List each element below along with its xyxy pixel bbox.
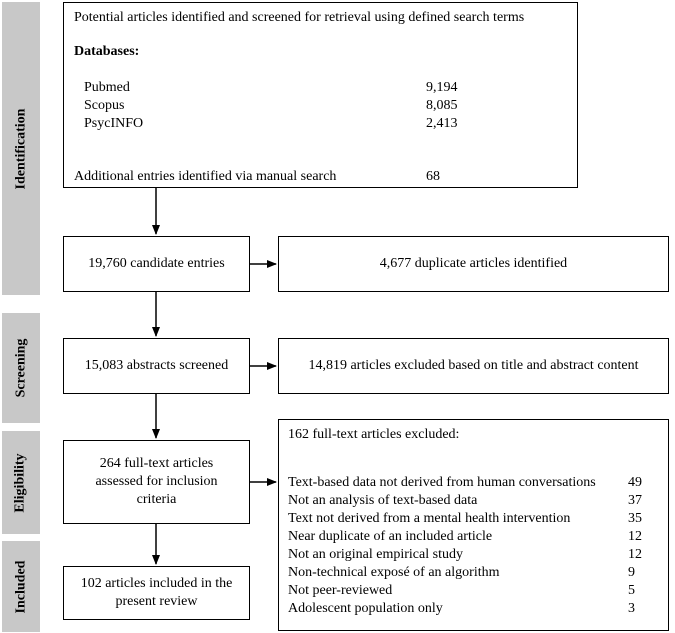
exclusion-count: 37: [628, 493, 642, 508]
identification-heading: Potential articles identified and screen…: [74, 10, 525, 25]
identification-box: Potential articles identified and screen…: [63, 2, 578, 188]
databases-label: Databases:: [74, 44, 140, 59]
stage-label-eligibility-text: Eligibility: [13, 452, 28, 513]
stage-label-included-text: Included: [13, 560, 29, 613]
exclusion-reason: Non-technical exposé of an algorithm: [288, 565, 500, 580]
stage-label-screening: Screening: [2, 313, 40, 423]
excluded-abstract-box: 14,819 articles excluded based on title …: [278, 338, 669, 394]
stage-label-identification-text: Identification: [13, 108, 29, 189]
stage-label-screening-text: Screening: [13, 338, 29, 398]
fulltext-assessed-box: 264 full-text articles assessed for incl…: [63, 440, 250, 524]
screened-box: 15,083 abstracts screened: [63, 338, 250, 394]
duplicates-text: 4,677 duplicate articles identified: [379, 256, 568, 271]
exclusion-count: 49: [628, 475, 642, 490]
exclusion-reason: Adolescent population only: [288, 601, 443, 616]
exclusion-reason: Not an analysis of text-based data: [288, 493, 478, 508]
exclusion-count: 12: [628, 547, 642, 562]
included-text: 102 articles included in the present rev…: [80, 576, 233, 609]
duplicates-box: 4,677 duplicate articles identified: [278, 236, 669, 292]
excluded-abstract-text: 14,819 articles excluded based on title …: [308, 358, 639, 373]
stage-label-included: Included: [2, 541, 40, 632]
fulltext-excluded-heading: 162 full-text articles excluded:: [288, 427, 460, 442]
exclusion-reason: Text-based data not derived from human c…: [288, 475, 596, 490]
exclusion-count: 12: [628, 529, 642, 544]
candidates-text: 19,760 candidate entries: [88, 256, 225, 271]
exclusion-count: 5: [628, 583, 635, 598]
stage-label-identification: Identification: [2, 2, 40, 295]
database-count-psycinfo: 2,413: [426, 116, 458, 131]
manual-search-name: Additional entries identified via manual…: [74, 169, 337, 184]
included-box: 102 articles included in the present rev…: [63, 566, 250, 620]
database-count-scopus: 8,085: [426, 98, 458, 113]
exclusion-reason: Text not derived from a mental health in…: [288, 511, 571, 526]
manual-search-count: 68: [426, 169, 440, 184]
database-count-pubmed: 9,194: [426, 80, 458, 95]
fulltext-excluded-box: 162 full-text articles excluded: Text-ba…: [278, 419, 669, 631]
stage-label-eligibility: Eligibility: [2, 431, 40, 534]
exclusion-reason: Not peer-reviewed: [288, 583, 393, 598]
exclusion-reason: Not an original empirical study: [288, 547, 463, 562]
fulltext-assessed-text: 264 full-text articles assessed for incl…: [95, 456, 218, 507]
candidates-box: 19,760 candidate entries: [63, 236, 250, 292]
screened-text: 15,083 abstracts screened: [84, 358, 229, 373]
exclusion-reason: Near duplicate of an included article: [288, 529, 493, 544]
database-name-pubmed: Pubmed: [84, 80, 130, 95]
exclusion-count: 3: [628, 601, 635, 616]
database-name-scopus: Scopus: [84, 98, 125, 113]
database-name-psycinfo: PsycINFO: [84, 116, 144, 131]
exclusion-count: 9: [628, 565, 635, 580]
exclusion-count: 35: [628, 511, 642, 526]
